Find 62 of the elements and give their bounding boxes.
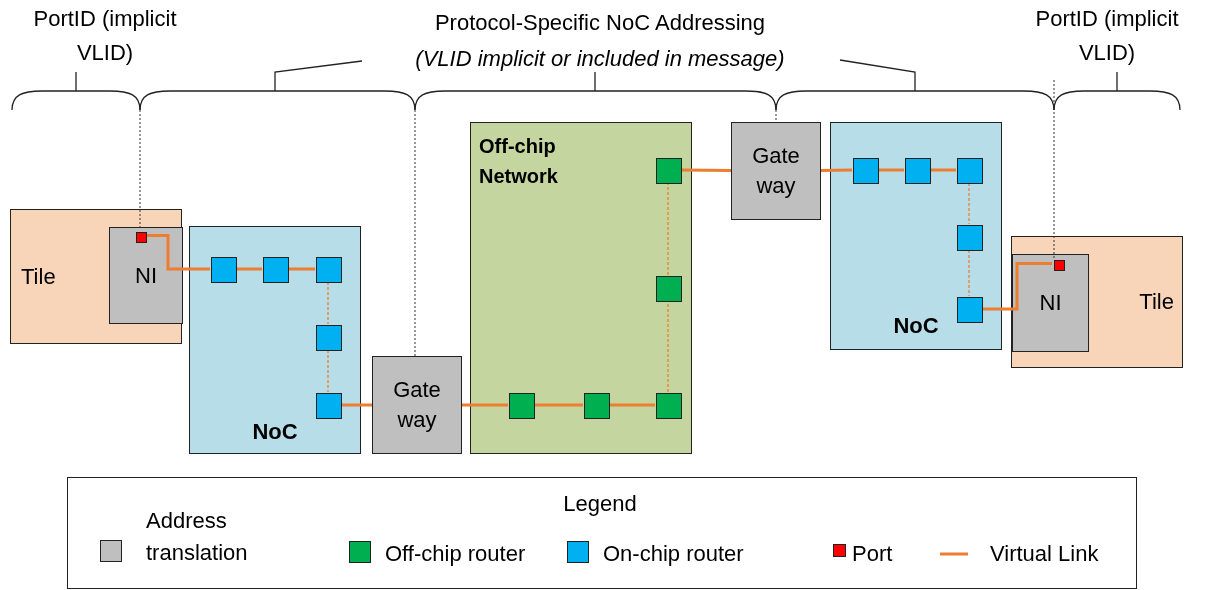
network-interface-box bbox=[1012, 254, 1089, 352]
virtual-link bbox=[681, 168, 731, 173]
off-chip-router bbox=[656, 276, 682, 302]
gateway-label: Gate way bbox=[392, 376, 442, 434]
gateway-box bbox=[372, 356, 462, 454]
virtual-link bbox=[968, 182, 970, 225]
port-square bbox=[136, 232, 147, 243]
legend-text: On-chip router bbox=[603, 540, 744, 568]
virtual-link bbox=[462, 403, 508, 407]
addressing-note: (VLID implicit or included in message) bbox=[415, 45, 785, 73]
addressing-label: PortID (implicit VLID) bbox=[32, 5, 178, 67]
on-chip-router bbox=[905, 158, 931, 184]
off-chip-network-region bbox=[470, 122, 692, 454]
legend-text: Off-chip router bbox=[385, 540, 526, 568]
noc-region bbox=[830, 122, 1002, 350]
on-chip-router bbox=[853, 158, 879, 184]
on-chip-router bbox=[957, 225, 983, 251]
on-chip-router bbox=[211, 257, 237, 283]
legend-title: Legend bbox=[563, 490, 637, 518]
virtual-link bbox=[968, 249, 970, 297]
virtual-link bbox=[878, 168, 904, 172]
tile-label: Tile bbox=[1139, 288, 1174, 316]
virtual-link bbox=[145, 234, 210, 271]
gateway-label: Gate way bbox=[751, 142, 801, 200]
gateway-box bbox=[731, 122, 821, 220]
virtual-link bbox=[327, 281, 329, 325]
virtual-link bbox=[236, 267, 262, 271]
on-chip-router bbox=[957, 158, 983, 184]
off-chip-router bbox=[656, 393, 682, 419]
off-chip-router bbox=[509, 393, 535, 419]
on-chip-router bbox=[263, 257, 289, 283]
virtual-link bbox=[534, 403, 583, 407]
virtual-link bbox=[930, 168, 956, 172]
tile-box bbox=[10, 209, 182, 344]
network-interface-box bbox=[109, 227, 183, 324]
off-chip-router bbox=[584, 393, 610, 419]
port-square bbox=[1054, 260, 1065, 271]
addressing-label: Protocol-Specific NoC Addressing bbox=[434, 9, 766, 37]
virtual-link bbox=[327, 349, 329, 393]
network-interface-label: NI bbox=[1038, 289, 1063, 317]
virtual-link bbox=[667, 182, 669, 276]
network-interface-label: NI bbox=[134, 261, 158, 290]
virtual-link bbox=[820, 168, 853, 172]
on-chip-router bbox=[316, 325, 342, 351]
tile-label: Tile bbox=[21, 262, 56, 291]
legend-text: Port bbox=[852, 540, 893, 568]
legend-text: Virtual Link bbox=[990, 540, 1099, 568]
on-chip-router bbox=[316, 393, 342, 419]
on-chip-router bbox=[316, 257, 342, 283]
virtual-link bbox=[609, 403, 655, 407]
noc-label: NoC bbox=[251, 418, 299, 446]
virtual-link bbox=[288, 267, 315, 271]
noc-region bbox=[189, 226, 361, 454]
noc-label: NoC bbox=[892, 312, 940, 340]
virtual-link bbox=[341, 403, 372, 407]
legend-text: Address translation bbox=[146, 507, 249, 567]
on-chip-router bbox=[957, 297, 983, 323]
addressing-label: PortID (implicit VLID) bbox=[1034, 5, 1180, 67]
off-chip-router bbox=[656, 158, 682, 184]
virtual-link bbox=[982, 262, 1052, 311]
off-chip-network-label: Off-chip Network bbox=[479, 134, 559, 189]
tile-box bbox=[1011, 236, 1183, 368]
